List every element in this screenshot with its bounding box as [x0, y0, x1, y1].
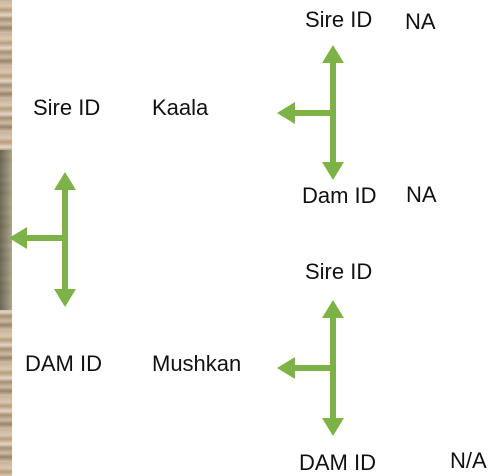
sire-parents-connector-down-arrowhead — [322, 162, 344, 180]
dam-parents-connector-up-arrowhead — [322, 300, 344, 318]
background-photo-strip — [0, 0, 12, 476]
dam-sire-label: Sire ID — [305, 259, 373, 284]
dam-parents-connector-down-arrowhead — [322, 418, 344, 436]
dam-label: DAM ID — [25, 351, 102, 376]
dam-dam-value: N/A — [450, 448, 487, 473]
sire-sire-value: NA — [405, 9, 436, 34]
sire-dam-label: Dam ID — [302, 183, 377, 208]
dam-dam-label: DAM ID — [299, 450, 376, 475]
sire-parents-connector-left-arrowhead — [277, 102, 295, 124]
arrow-group — [9, 45, 344, 436]
sire-label: Sire ID — [33, 95, 101, 120]
root-connector-up-arrowhead — [54, 172, 76, 190]
root-connector-left-arrowhead — [9, 227, 27, 249]
root-connector-down-arrowhead — [54, 289, 76, 307]
sire-value: Kaala — [152, 95, 209, 120]
sire-dam-value: NA — [406, 182, 437, 207]
sire-parents-connector-up-arrowhead — [322, 45, 344, 63]
dam-value: Mushkan — [152, 351, 242, 376]
photo-strip-shadow — [0, 150, 12, 310]
dam-parents-connector-left-arrowhead — [277, 357, 295, 379]
sire-sire-label: Sire ID — [305, 7, 373, 32]
